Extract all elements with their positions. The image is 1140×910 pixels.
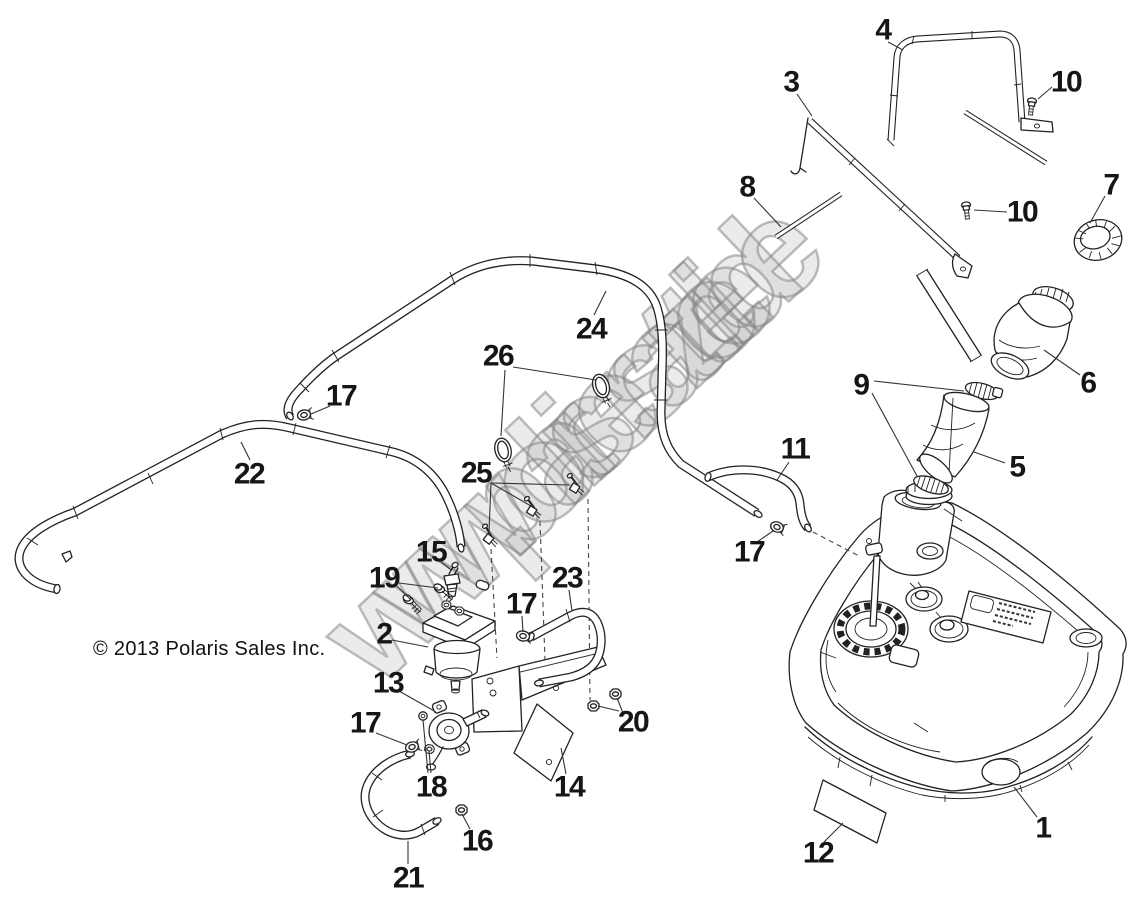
clamp-17a-drawing	[295, 406, 315, 423]
callout-17: 17	[734, 536, 765, 569]
leader-line-8	[753, 197, 782, 228]
leader-line-16	[461, 813, 471, 830]
strap-3-drawing	[790, 117, 973, 279]
callout-24: 24	[576, 313, 608, 346]
filler-neck-drawing	[990, 286, 1074, 380]
callout-17: 17	[326, 380, 357, 413]
leader-line-19	[398, 582, 439, 589]
callout-17: 17	[506, 588, 537, 621]
leader-line-19	[396, 585, 411, 600]
hose-24-drawing	[283, 254, 763, 519]
hose-22-drawing	[14, 419, 466, 595]
callout-15: 15	[416, 536, 447, 569]
callout-layer: 4 3 10 8 7 10 24 26 6 9 5 11 17 22 25 17 15 19 23 17 2 13 17 20…	[234, 14, 1121, 895]
leader-line-10	[1037, 86, 1053, 100]
leader-line-1	[1013, 786, 1038, 818]
hose-11-drawing	[704, 465, 862, 558]
nut-20a-drawing	[587, 700, 600, 712]
callout-4: 4	[875, 14, 892, 47]
callout-23: 23	[552, 562, 583, 595]
clamp-17b-drawing	[768, 518, 789, 537]
callout-5: 5	[1009, 451, 1025, 484]
leader-line-24	[593, 290, 607, 316]
callout-20: 20	[618, 706, 649, 739]
callout-21: 21	[393, 862, 424, 895]
callout-25: 25	[461, 457, 492, 490]
callout-7: 7	[1103, 169, 1119, 202]
callout-11: 11	[781, 433, 811, 466]
leader-line-17	[756, 530, 774, 543]
leader-line-9	[871, 392, 918, 477]
leader-line-17	[375, 732, 408, 746]
callout-16: 16	[462, 825, 493, 858]
leader-line-25	[488, 482, 492, 533]
leader-line-23	[568, 589, 573, 612]
hose-clamp-9b-drawing	[913, 475, 949, 495]
leader-line-18	[428, 750, 432, 774]
leader-line-25	[490, 482, 570, 486]
leader-line-17	[521, 615, 524, 633]
callout-10: 10	[1007, 196, 1038, 229]
hose-21-drawing	[360, 749, 442, 840]
fuel-cap-drawing	[1073, 219, 1123, 261]
strip-8-drawing	[774, 109, 1048, 240]
filler-hose-drawing	[916, 391, 990, 484]
leader-line-20	[616, 697, 624, 714]
copyright-text: © 2013 Polaris Sales Inc.	[93, 638, 326, 660]
pad-strip-drawing	[915, 268, 983, 363]
nut-16-drawing	[455, 804, 468, 816]
leader-line-22	[240, 441, 251, 461]
callout-18: 18	[416, 771, 447, 804]
leader-line-17	[310, 405, 331, 415]
nut-20b-drawing	[609, 688, 622, 700]
leader-line-3	[796, 93, 813, 117]
callout-2: 2	[376, 618, 392, 651]
strap-4-drawing	[886, 30, 1054, 147]
callout-19: 19	[369, 562, 400, 595]
leader-line-15	[440, 561, 452, 571]
fuel-tank-drawing	[788, 480, 1127, 802]
leader-line-5	[973, 451, 1006, 464]
leader-line-26	[512, 366, 597, 381]
leader-line-11	[776, 461, 790, 481]
leader-line-20	[597, 705, 620, 712]
callout-1: 1	[1035, 812, 1051, 845]
leader-line-18	[422, 719, 429, 774]
callout-3: 3	[783, 66, 799, 99]
leader-line-12	[823, 822, 844, 843]
decal-drawing	[813, 779, 887, 844]
leader-line-4	[887, 41, 904, 51]
leader-line-2	[391, 639, 429, 648]
leader-line-25	[490, 482, 532, 507]
callout-6: 6	[1080, 367, 1096, 400]
callout-12: 12	[803, 837, 834, 870]
watermark-text: www.polarisersatzteile.de	[290, 170, 851, 713]
fuel-valve-drawing	[425, 699, 490, 771]
leader-line-6	[1043, 349, 1081, 376]
callout-26: 26	[483, 340, 514, 373]
callout-14: 14	[554, 771, 586, 804]
callout-9: 9	[853, 369, 869, 402]
leader-line-9	[873, 380, 965, 392]
fuel-filter-drawing	[422, 600, 496, 694]
callout-13: 13	[373, 667, 404, 700]
leader-line-7	[1089, 195, 1106, 224]
leader-line-26	[500, 369, 506, 437]
callout-10: 10	[1051, 66, 1082, 99]
leader-line-14	[560, 747, 567, 775]
screw-10a-drawing	[1025, 96, 1038, 117]
callout-22: 22	[234, 458, 265, 491]
hose-23-drawing	[527, 607, 606, 688]
leader-line-13	[398, 690, 437, 713]
callout-17: 17	[350, 707, 381, 740]
leader-line-10	[973, 209, 1008, 213]
screw-10b-drawing	[960, 200, 973, 221]
callout-8: 8	[739, 171, 755, 204]
